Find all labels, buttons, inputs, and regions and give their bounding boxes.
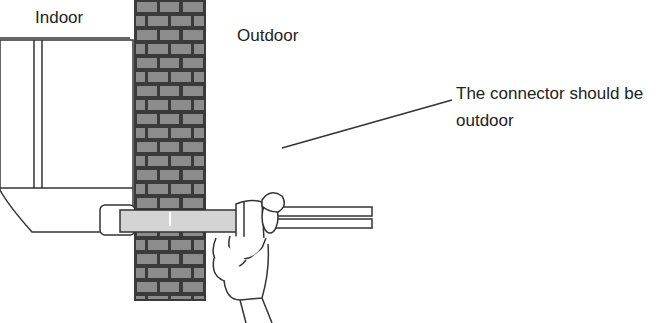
- room-label: Outdoor: [237, 22, 298, 49]
- brick-wall: [135, 0, 205, 300]
- indoor-unit: [0, 38, 135, 235]
- leader-line: [282, 100, 452, 148]
- hand: [213, 193, 284, 323]
- callout-note: The connector should be outdoor: [456, 80, 656, 134]
- room-label: Indoor: [35, 4, 83, 31]
